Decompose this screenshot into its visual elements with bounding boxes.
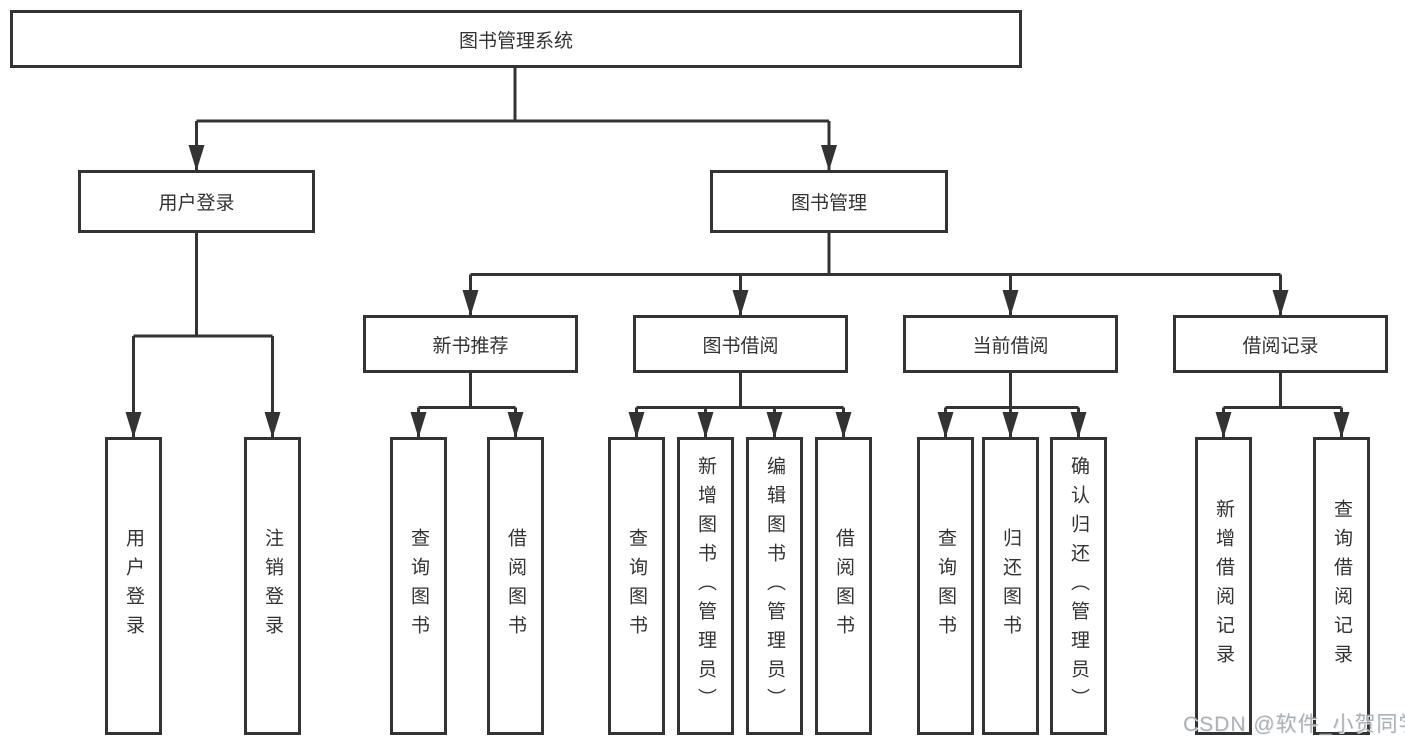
- node-query-books-recommend: 查询图书: [390, 437, 447, 735]
- node-query-books-borrowing: 查询图书: [608, 437, 665, 735]
- node-new-book-recommendation: 新书推荐: [363, 315, 578, 373]
- node-confirm-return-admin: 确认归还（管理员）: [1050, 437, 1107, 735]
- node-return-books: 归还图书: [982, 437, 1039, 735]
- node-add-borrow-record: 新增借阅记录: [1195, 437, 1252, 735]
- node-user-login: 用户登录: [78, 170, 315, 233]
- node-logout: 注销登录: [244, 437, 301, 735]
- connector-trunk-lines: [133, 68, 1342, 409]
- node-borrow-books: 借阅图书: [815, 437, 872, 735]
- node-book-management: 图书管理: [710, 170, 948, 233]
- node-user-login-leaf: 用户登录: [105, 437, 162, 735]
- node-query-books-current: 查询图书: [917, 437, 974, 735]
- node-edit-book-admin: 编辑图书（管理员）: [746, 437, 803, 735]
- node-borrowing-records: 借阅记录: [1173, 315, 1388, 373]
- node-book-borrowing: 图书借阅: [633, 315, 848, 373]
- node-current-borrowing: 当前借阅: [903, 315, 1118, 373]
- node-borrow-books-recommend: 借阅图书: [487, 437, 544, 735]
- node-add-book-admin: 新增图书（管理员）: [677, 437, 734, 735]
- node-query-borrow-record: 查询借阅记录: [1313, 437, 1370, 735]
- node-library-management-system: 图书管理系统: [10, 10, 1022, 68]
- watermark: CSDN @软件_小贺同学: [1183, 713, 1405, 736]
